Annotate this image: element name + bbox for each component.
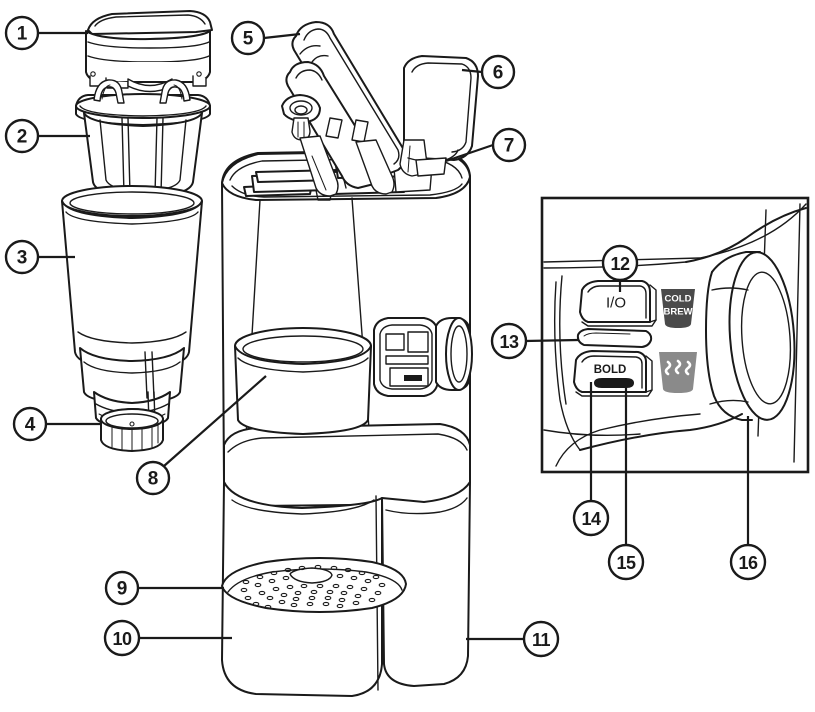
callout-2[interactable]: 2 [4,118,40,154]
callout-1[interactable]: 1 [4,15,40,51]
callout-6[interactable]: 6 [480,54,516,90]
part-travel-tumbler [61,185,203,428]
callout-2-label: 2 [17,127,28,148]
callout-1-label: 1 [17,24,28,45]
bold-button-label: BOLD [594,364,627,376]
callout-11[interactable]: 11 [522,620,560,658]
callout-10-label: 10 [112,629,132,649]
callout-12[interactable]: 12 [601,244,639,282]
power-button-label: I/O [606,295,626,312]
callout-3-label: 3 [17,248,28,269]
callout-4[interactable]: 4 [12,406,48,442]
lid-assembly [281,21,479,197]
cold-brew-icon-line2: BREW [663,307,692,318]
callout-7[interactable]: 7 [491,127,527,163]
cold-brew-icon-line1: COLD [665,294,692,305]
callout-13[interactable]: 13 [490,322,528,360]
drip-tray-holes [240,564,386,610]
callout-15[interactable]: 15 [607,543,645,581]
part-brew-basket [75,79,211,198]
cold-brew-icon: COLD BREW [661,289,695,328]
callout-leaders [38,31,750,641]
machine-body [221,149,473,697]
callout-5-label: 5 [243,29,254,50]
callout-9[interactable]: 9 [104,570,140,606]
drip-tray-assembly [221,557,407,613]
callout-8-label: 8 [148,469,159,490]
callout-3[interactable]: 3 [4,239,40,275]
callout-13-label: 13 [499,332,519,352]
part-tumbler-lid [85,10,213,93]
callout-10[interactable]: 10 [103,619,141,657]
callout-5[interactable]: 5 [230,20,266,56]
callout-14-label: 14 [581,509,601,529]
callout-4-label: 4 [25,415,36,436]
control-panel-detail: I/O BOLD COLD BREW [540,196,810,474]
callout-16-label: 16 [738,553,758,573]
callout-markers: 1 2 3 4 5 6 7 [4,15,767,658]
callout-8[interactable]: 8 [135,460,171,496]
part-tumbler-base-cap [100,408,164,452]
callout-14[interactable]: 14 [572,499,610,537]
callout-9-label: 9 [117,579,128,600]
brew-status-indicator [576,328,653,348]
callout-16[interactable]: 16 [729,543,767,581]
power-button[interactable]: I/O [579,280,657,327]
bold-indicator-light [594,378,634,388]
callout-6-label: 6 [493,63,504,84]
brew-size-dial[interactable] [705,250,800,422]
callout-15-label: 15 [616,553,636,573]
callout-11-label: 11 [532,630,551,650]
bold-button[interactable]: BOLD [573,350,653,397]
callout-12-label: 12 [610,254,630,274]
hot-brew-steam-icon [659,352,697,393]
callout-7-label: 7 [504,136,515,157]
